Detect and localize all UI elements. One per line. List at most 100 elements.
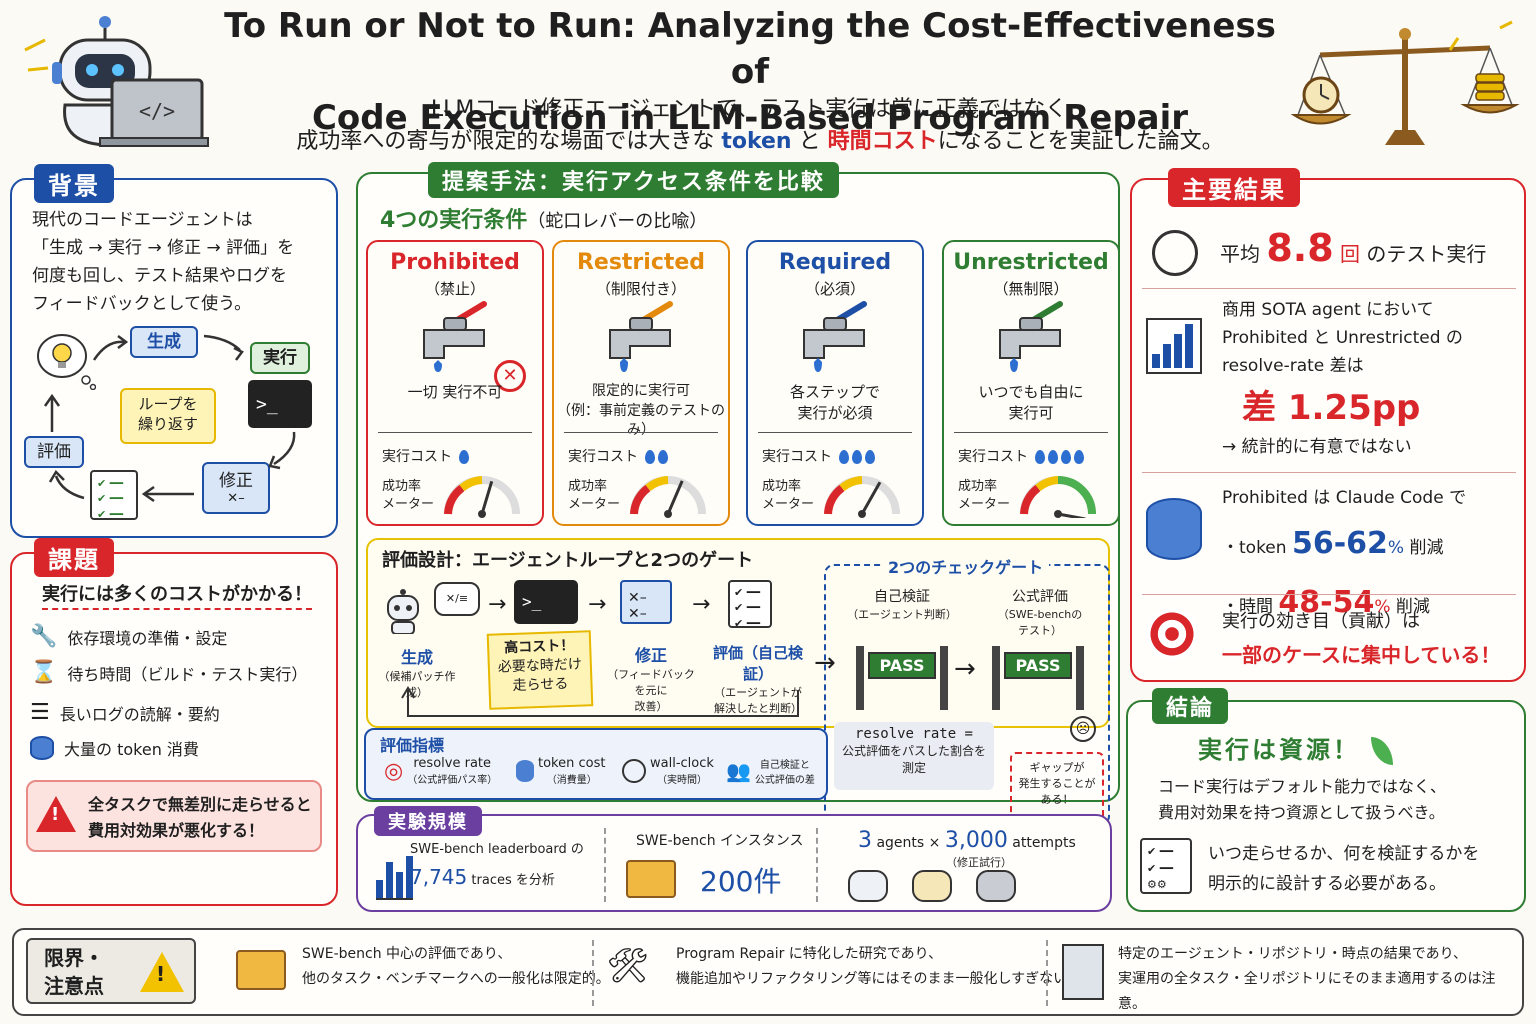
loop-evaluate-box: 評価 bbox=[24, 436, 84, 468]
page-subtitle: LLMコード修正エージェントで、テスト実行は常に正義ではなく、 成功率への寄与が… bbox=[230, 94, 1290, 158]
water-drop-icon bbox=[839, 450, 850, 464]
issue-item-label: 大量の token 消費 bbox=[64, 740, 199, 759]
target-icon bbox=[1146, 608, 1198, 660]
subtitle-text: になることを実証した論文。 bbox=[937, 128, 1224, 154]
design-box: 評価設計：エージェントループと2つのゲート ✕/≡ → >_ → ✕–✕– → … bbox=[366, 538, 1110, 826]
generate-label: 生成 bbox=[400, 648, 433, 667]
metrics-heading: 評価指標 bbox=[380, 736, 445, 755]
scale-instances-label: SWE-bench インスタンス bbox=[636, 833, 804, 849]
result-resolve-diff: 商用 SOTA agent において Prohibited と Unrestri… bbox=[1222, 296, 1463, 380]
resolve-rate-box: resolve rate =公式評価をパスした割合を 測定 bbox=[834, 722, 994, 790]
divider bbox=[816, 828, 818, 902]
pass-gate-2: PASS bbox=[992, 646, 1084, 710]
database-icon bbox=[1146, 498, 1202, 560]
gates-heading: 2つのチェックゲート bbox=[882, 554, 1050, 578]
robot-icon bbox=[912, 870, 952, 902]
warning-icon-mark: ! bbox=[51, 804, 60, 825]
metric-gap: 👥自己検証と 公式評価の差 bbox=[726, 756, 815, 786]
water-drop-icon bbox=[1048, 450, 1059, 464]
scale-text: attempts bbox=[1012, 835, 1076, 851]
fix-symbol: ✕– bbox=[227, 491, 245, 506]
hourglass-icon: ⌛ bbox=[30, 660, 58, 685]
gate-2-label: 公式評価 bbox=[1012, 589, 1068, 605]
result-text: 回 bbox=[1340, 242, 1361, 266]
conclusion-line: いつ走らせるか、何を検証するかを bbox=[1208, 844, 1480, 864]
result-text: 削減 bbox=[1395, 596, 1430, 617]
clock-icon bbox=[1152, 230, 1198, 276]
conclusion-line: コード実行はデフォルト能力ではなく、 bbox=[1158, 777, 1447, 796]
resolve-rate-formula: resolve rate = bbox=[854, 726, 973, 742]
database-icon bbox=[30, 736, 54, 760]
divider bbox=[378, 432, 532, 433]
result-percent: % bbox=[1387, 538, 1405, 559]
design-fix-label: 修正（フィードバックを元に 改善） bbox=[606, 642, 696, 714]
limitation-line: 特定のエージェント・リポジトリ・時点の結果であり、 bbox=[1118, 946, 1468, 962]
arrow-icon: → bbox=[692, 592, 711, 617]
method-tag: 提案手法：実行アクセス条件を比較 bbox=[428, 162, 839, 198]
condition-name: Prohibited bbox=[390, 250, 520, 275]
success-gauge-icon bbox=[824, 476, 900, 518]
background-line: 「生成 → 実行 → 修正 → 評価」を bbox=[32, 238, 295, 259]
result-text: 平均 bbox=[1220, 242, 1260, 266]
wrench-icon: 🔧 bbox=[30, 624, 58, 649]
folder-icon bbox=[236, 950, 286, 990]
checklist-gear-icon: ✔ ━━✔ ━━⚙⚙ bbox=[1140, 838, 1192, 894]
limitation-program-repair: Program Repair に特化した研究であり、 機能追加やリファクタリング… bbox=[676, 942, 1081, 992]
conclusion-heading-text: 実行は資源！ bbox=[1198, 736, 1360, 764]
conclusion-heading: 実行は資源！ bbox=[1198, 730, 1394, 765]
eval-sub: （エージェントが 解決したと判断） bbox=[714, 686, 802, 715]
result-text: ・時間 bbox=[1222, 596, 1273, 617]
issue-item-setup: 🔧依存環境の準備・設定 bbox=[30, 624, 227, 649]
condition-desc: 一切 実行不可 bbox=[407, 383, 503, 401]
result-text: 商用 SOTA agent において bbox=[1222, 300, 1434, 320]
condition-card-prohibited: Prohibited（禁止）✕一切 実行不可実行コスト 成功率 メーター bbox=[366, 240, 544, 526]
limitation-line: 他のタスク・ベンチマークへの一般化は限定的。 bbox=[302, 971, 610, 988]
divider bbox=[758, 432, 912, 433]
background-tag: 背景 bbox=[34, 164, 114, 203]
divider bbox=[592, 940, 594, 1006]
design-heading: 評価設計：エージェントループと2つのゲート bbox=[382, 550, 754, 571]
target-icon: ◎ bbox=[384, 758, 404, 784]
water-drop-icon bbox=[865, 450, 876, 464]
subtitle-line-2: 成功率への寄与が限定的な場面では大きな token と 時間コストになることを実… bbox=[230, 126, 1290, 158]
leaf-icon bbox=[1371, 737, 1394, 765]
issue-heading: 実行には多くのコストがかかる！ bbox=[42, 580, 312, 610]
robot-icon bbox=[848, 870, 888, 902]
divider bbox=[1046, 940, 1048, 1006]
limitation-line: SWE-bench 中心の評価であり、 bbox=[302, 946, 512, 962]
subtitle-time-cost: 時間コスト bbox=[827, 128, 938, 154]
condition-jp: （禁止） bbox=[424, 280, 485, 298]
feedback-loop-arrow bbox=[401, 686, 799, 717]
gate-1-label: 自己検証 bbox=[874, 589, 930, 605]
result-text: Prohibited は Claude Code で bbox=[1222, 488, 1467, 508]
limitation-line: 実運用の全タスク・全リポジトリにそのまま適用するのは注意。 bbox=[1118, 971, 1496, 1013]
condition-card-required: Required（必須）各ステップで 実行が必須実行コスト 成功率 メーター bbox=[746, 240, 924, 526]
water-drop-icon bbox=[1074, 450, 1085, 464]
condition-cost: 実行コスト bbox=[762, 446, 876, 466]
metric-label: wall-clock bbox=[650, 756, 714, 771]
result-percent: % bbox=[1374, 596, 1391, 617]
condition-cost: 実行コスト bbox=[958, 446, 1085, 466]
background-text: 現代のコードエージェントは 「生成 → 実行 → 修正 → 評価」を 何度も回し… bbox=[32, 206, 294, 318]
result-text: 削減 bbox=[1409, 538, 1444, 559]
checklist-icon: ✔ ━━✔ ━━✔ ━━ bbox=[90, 470, 138, 521]
pass-gate-1: PASS bbox=[856, 646, 948, 710]
terminal-icon: >_ bbox=[248, 380, 312, 428]
loop-fix-box: 修正✕– bbox=[202, 462, 270, 514]
scale-agents: 3 agents × 3,000 attempts bbox=[858, 828, 1076, 853]
issue-warning-text: 全タスクで無差別に走らせると 費用対効果が悪化する！ bbox=[88, 792, 312, 843]
divider bbox=[564, 432, 718, 433]
gate-official-label: 公式評価（SWE-benchの テスト） bbox=[984, 586, 1096, 638]
loop-execute-box: 実行 bbox=[250, 342, 310, 374]
conclusion-panel: 結論 実行は資源！ コード実行はデフォルト能力ではなく、 費用対効果を持つ資源と… bbox=[1126, 688, 1526, 912]
result-time-reduction: 48-54 bbox=[1278, 584, 1375, 620]
condition-name: Unrestricted bbox=[953, 250, 1109, 275]
conclusion-text: コード実行はデフォルト能力ではなく、 費用対効果を持つ資源として扱うべき。 bbox=[1158, 774, 1446, 827]
divider bbox=[1142, 288, 1516, 289]
robot-icon bbox=[382, 588, 424, 635]
scale-attempts-count: 3,000 bbox=[944, 828, 1008, 853]
terminal-icon: >_ bbox=[514, 580, 578, 624]
metric-token-cost: token cost（消費量） bbox=[516, 756, 605, 786]
